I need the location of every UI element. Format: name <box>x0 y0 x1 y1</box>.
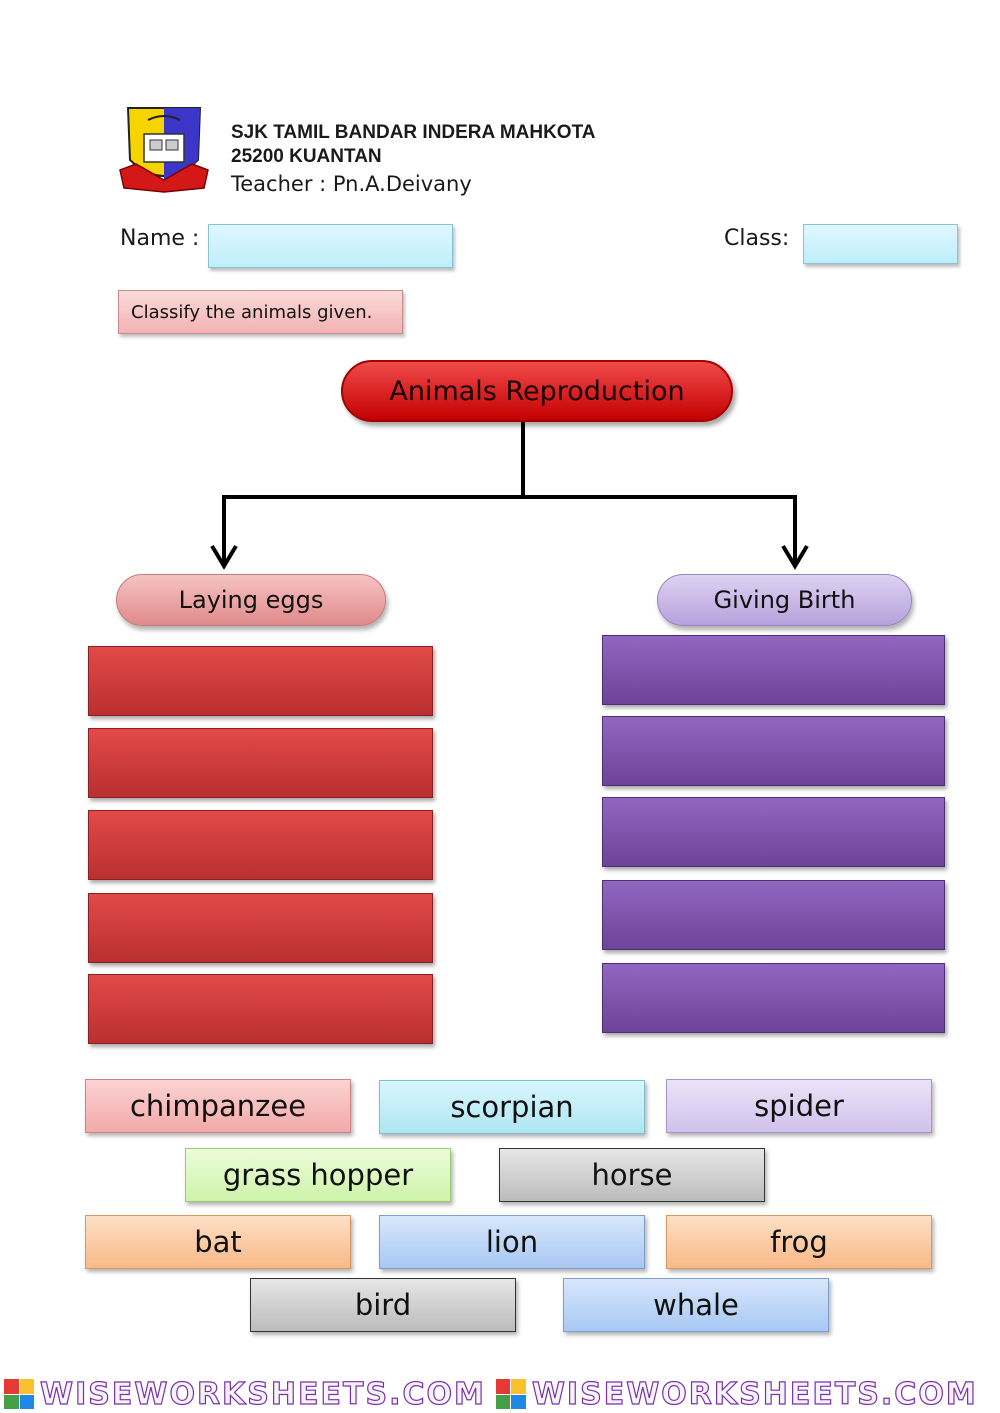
instruction-banner: Classify the animals given. <box>118 290 403 334</box>
wiseworksheets-logo-icon <box>495 1379 526 1409</box>
animal-card-frog[interactable]: frog <box>666 1215 932 1269</box>
drop-slot-giving-birth[interactable] <box>602 635 945 705</box>
category-laying-eggs: Laying eggs <box>116 574 386 626</box>
drop-slot-laying-eggs[interactable] <box>88 893 433 963</box>
drop-slot-laying-eggs[interactable] <box>88 646 433 716</box>
school-crest-icon <box>118 100 210 196</box>
animal-card-horse[interactable]: horse <box>499 1148 765 1202</box>
animal-card-whale[interactable]: whale <box>563 1278 829 1332</box>
drop-slot-laying-eggs[interactable] <box>88 810 433 880</box>
watermark-text: WISEWORKSHEETS.COM <box>39 1376 486 1412</box>
wiseworksheets-logo-icon <box>4 1379 34 1409</box>
animal-card-spider[interactable]: spider <box>666 1079 932 1133</box>
watermark-text: WISEWORKSHEETS.COM <box>531 1376 978 1412</box>
class-field[interactable] <box>803 224 958 264</box>
category-giving-birth: Giving Birth <box>657 574 912 626</box>
drop-slot-laying-eggs[interactable] <box>88 728 433 798</box>
diagram-connectors <box>210 422 809 570</box>
drop-slot-giving-birth[interactable] <box>602 797 945 867</box>
name-label: Name : <box>120 226 200 251</box>
animal-card-lion[interactable]: lion <box>379 1215 645 1269</box>
animal-card-chimpanzee[interactable]: chimpanzee <box>85 1079 351 1133</box>
drop-slot-giving-birth[interactable] <box>602 716 945 786</box>
animal-card-scorpian[interactable]: scorpian <box>379 1080 645 1134</box>
animal-card-bird[interactable]: bird <box>250 1278 516 1332</box>
root-node: Animals Reproduction <box>341 360 733 422</box>
class-label: Class: <box>724 226 790 251</box>
footer-watermark: WISEWORKSHEETS.COM WISEWORKSHEETS.COM <box>4 1376 998 1412</box>
drop-slot-laying-eggs[interactable] <box>88 974 433 1044</box>
school-name: SJK TAMIL BANDAR INDERA MAHKOTA <box>231 122 596 143</box>
teacher-name: Teacher : Pn.A.Deivany <box>231 172 472 196</box>
animal-card-grass-hopper[interactable]: grass hopper <box>185 1148 451 1202</box>
animal-card-bat[interactable]: bat <box>85 1215 351 1269</box>
name-field[interactable] <box>208 224 453 268</box>
drop-slot-giving-birth[interactable] <box>602 880 945 950</box>
school-address: 25200 KUANTAN <box>231 146 382 167</box>
drop-slot-giving-birth[interactable] <box>602 963 945 1033</box>
